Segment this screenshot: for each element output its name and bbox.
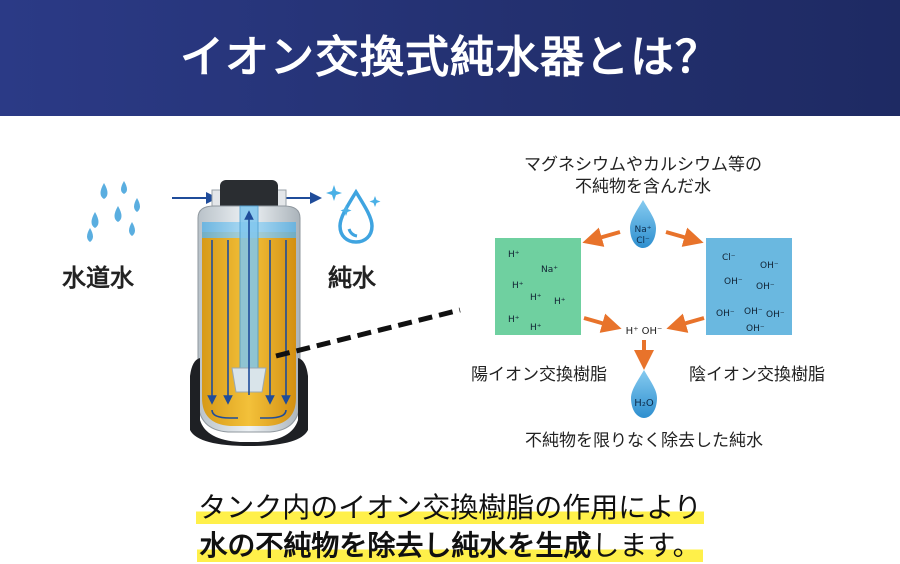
arrow-to-anion [665,227,704,247]
anion-ion: OH⁻ [724,277,743,287]
tap-water-drops-icon [87,181,140,242]
caption-line2: 水の不純物を除去し純水を生成します。 [0,524,900,564]
cation-ion: H⁺ [512,281,524,291]
caption-line1: タンク内のイオン交換樹脂の作用により [0,486,900,526]
tank [190,180,308,446]
drop-top-line1: Na⁺ [635,225,652,235]
anion-ion: OH⁻ [766,310,785,320]
cation-ion: H⁺ [530,293,542,303]
middle-ions: H⁺ OH⁻ [626,326,663,337]
pointer-dashed-line [275,307,461,359]
impure-water-text-line2: 不純物を含んだ水 [575,177,711,197]
arrow-cation-out [583,313,622,333]
impure-water-text-line1: マグネシウムやカルシウム等の [524,155,762,175]
caption-line2-normal: します。 [591,529,701,562]
anion-ion: OH⁻ [744,307,763,317]
pure-water-label: 純水 [328,264,376,292]
anion-ion: OH⁻ [756,282,775,292]
pure-water-drop-icon [326,185,381,244]
anion-resin-label: 陰イオン交換樹脂 [689,365,825,385]
caption-line1-text: タンク内のイオン交換樹脂の作用により [196,491,704,524]
cation-ion: H⁺ [508,250,520,260]
arrow-anion-out [666,313,705,333]
arrow-to-cation [582,227,621,247]
page-title: イオン交換式純水器とは？ [180,32,720,83]
cation-ion: H⁺ [508,315,520,325]
cation-ion: Na⁺ [541,265,558,275]
impure-water-drop-icon [630,200,656,248]
pure-water-drop-small-icon [631,370,657,418]
cation-ion: H⁺ [530,323,542,333]
header-banner: イオン交換式純水器とは？ [0,0,900,116]
tap-water-label: 水道水 [62,264,134,292]
anion-ion: OH⁻ [760,261,779,271]
pure-water-result-text: 不純物を限りなく除去した純水 [525,431,763,451]
anion-resin-box [706,238,792,335]
anion-ion: OH⁻ [746,324,765,334]
cation-resin-box [495,238,581,335]
cation-ion: H⁺ [554,297,566,307]
caption-line2-bold: 水の不純物を除去し純水を生成 [199,529,592,562]
drop-bottom-label: H₂O [634,398,654,409]
ion-exchange-diagram: Na⁺ Cl⁻ H⁺ Na⁺ H⁺ H⁺ H⁺ H⁺ H⁺ Cl⁻ OH⁻ OH… [495,200,792,418]
tank-illustration: Na⁺ Cl⁻ H⁺ Na⁺ H⁺ H⁺ H⁺ H⁺ H⁺ Cl⁻ OH⁻ OH… [87,180,792,446]
anion-ion: OH⁻ [716,309,735,319]
anion-ion: Cl⁻ [722,253,736,263]
drop-top-line2: Cl⁻ [636,236,650,246]
cation-resin-label: 陽イオン交換樹脂 [471,365,607,385]
